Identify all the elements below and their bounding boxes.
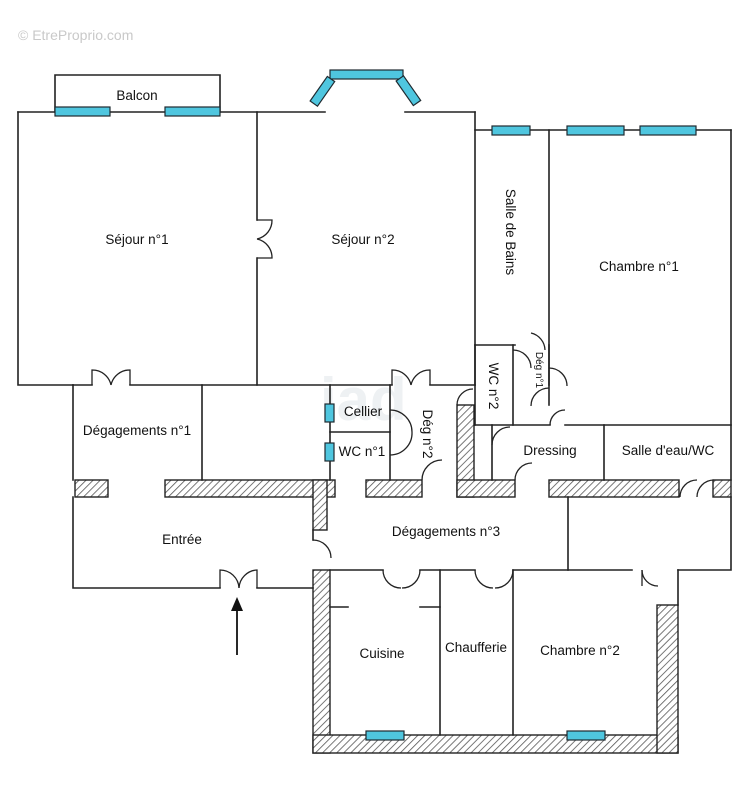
label-wc-1: WC n°1 — [339, 444, 386, 459]
hatched-walls — [74, 404, 732, 754]
windows — [54, 69, 697, 741]
label-degagements-1: Dégagements n°1 — [83, 423, 191, 438]
label-deg-1: Dég n°1 — [533, 352, 544, 389]
label-chambre-1: Chambre n°1 — [599, 259, 679, 274]
label-wc-2: WC n°2 — [486, 363, 501, 410]
label-balcon: Balcon — [116, 88, 157, 103]
label-cellier: Cellier — [344, 404, 383, 419]
label-cuisine: Cuisine — [359, 646, 404, 661]
svg-text:iad: iad — [320, 366, 407, 433]
label-sejour-1: Séjour n°1 — [105, 232, 168, 247]
watermark: © EtreProprio.com — [18, 27, 133, 43]
label-deg-2: Dég n°2 — [420, 410, 435, 459]
entrance-arrow-icon — [231, 597, 243, 655]
thin-walls — [17, 74, 732, 736]
label-degagements-3: Dégagements n°3 — [392, 524, 500, 539]
label-salle-de-bains: Salle de Bains — [503, 189, 518, 276]
agency-logo: iad — [320, 366, 407, 433]
label-entree: Entrée — [162, 532, 202, 547]
doors — [91, 219, 715, 589]
label-chaufferie: Chaufferie — [445, 640, 507, 655]
label-chambre-2: Chambre n°2 — [540, 643, 620, 658]
room-labels: Balcon Séjour n°1 Séjour n°2 Salle de Ba… — [83, 88, 715, 661]
label-sejour-2: Séjour n°2 — [331, 232, 394, 247]
label-salle-eau-wc: Salle d'eau/WC — [622, 443, 715, 458]
label-dressing: Dressing — [523, 443, 576, 458]
